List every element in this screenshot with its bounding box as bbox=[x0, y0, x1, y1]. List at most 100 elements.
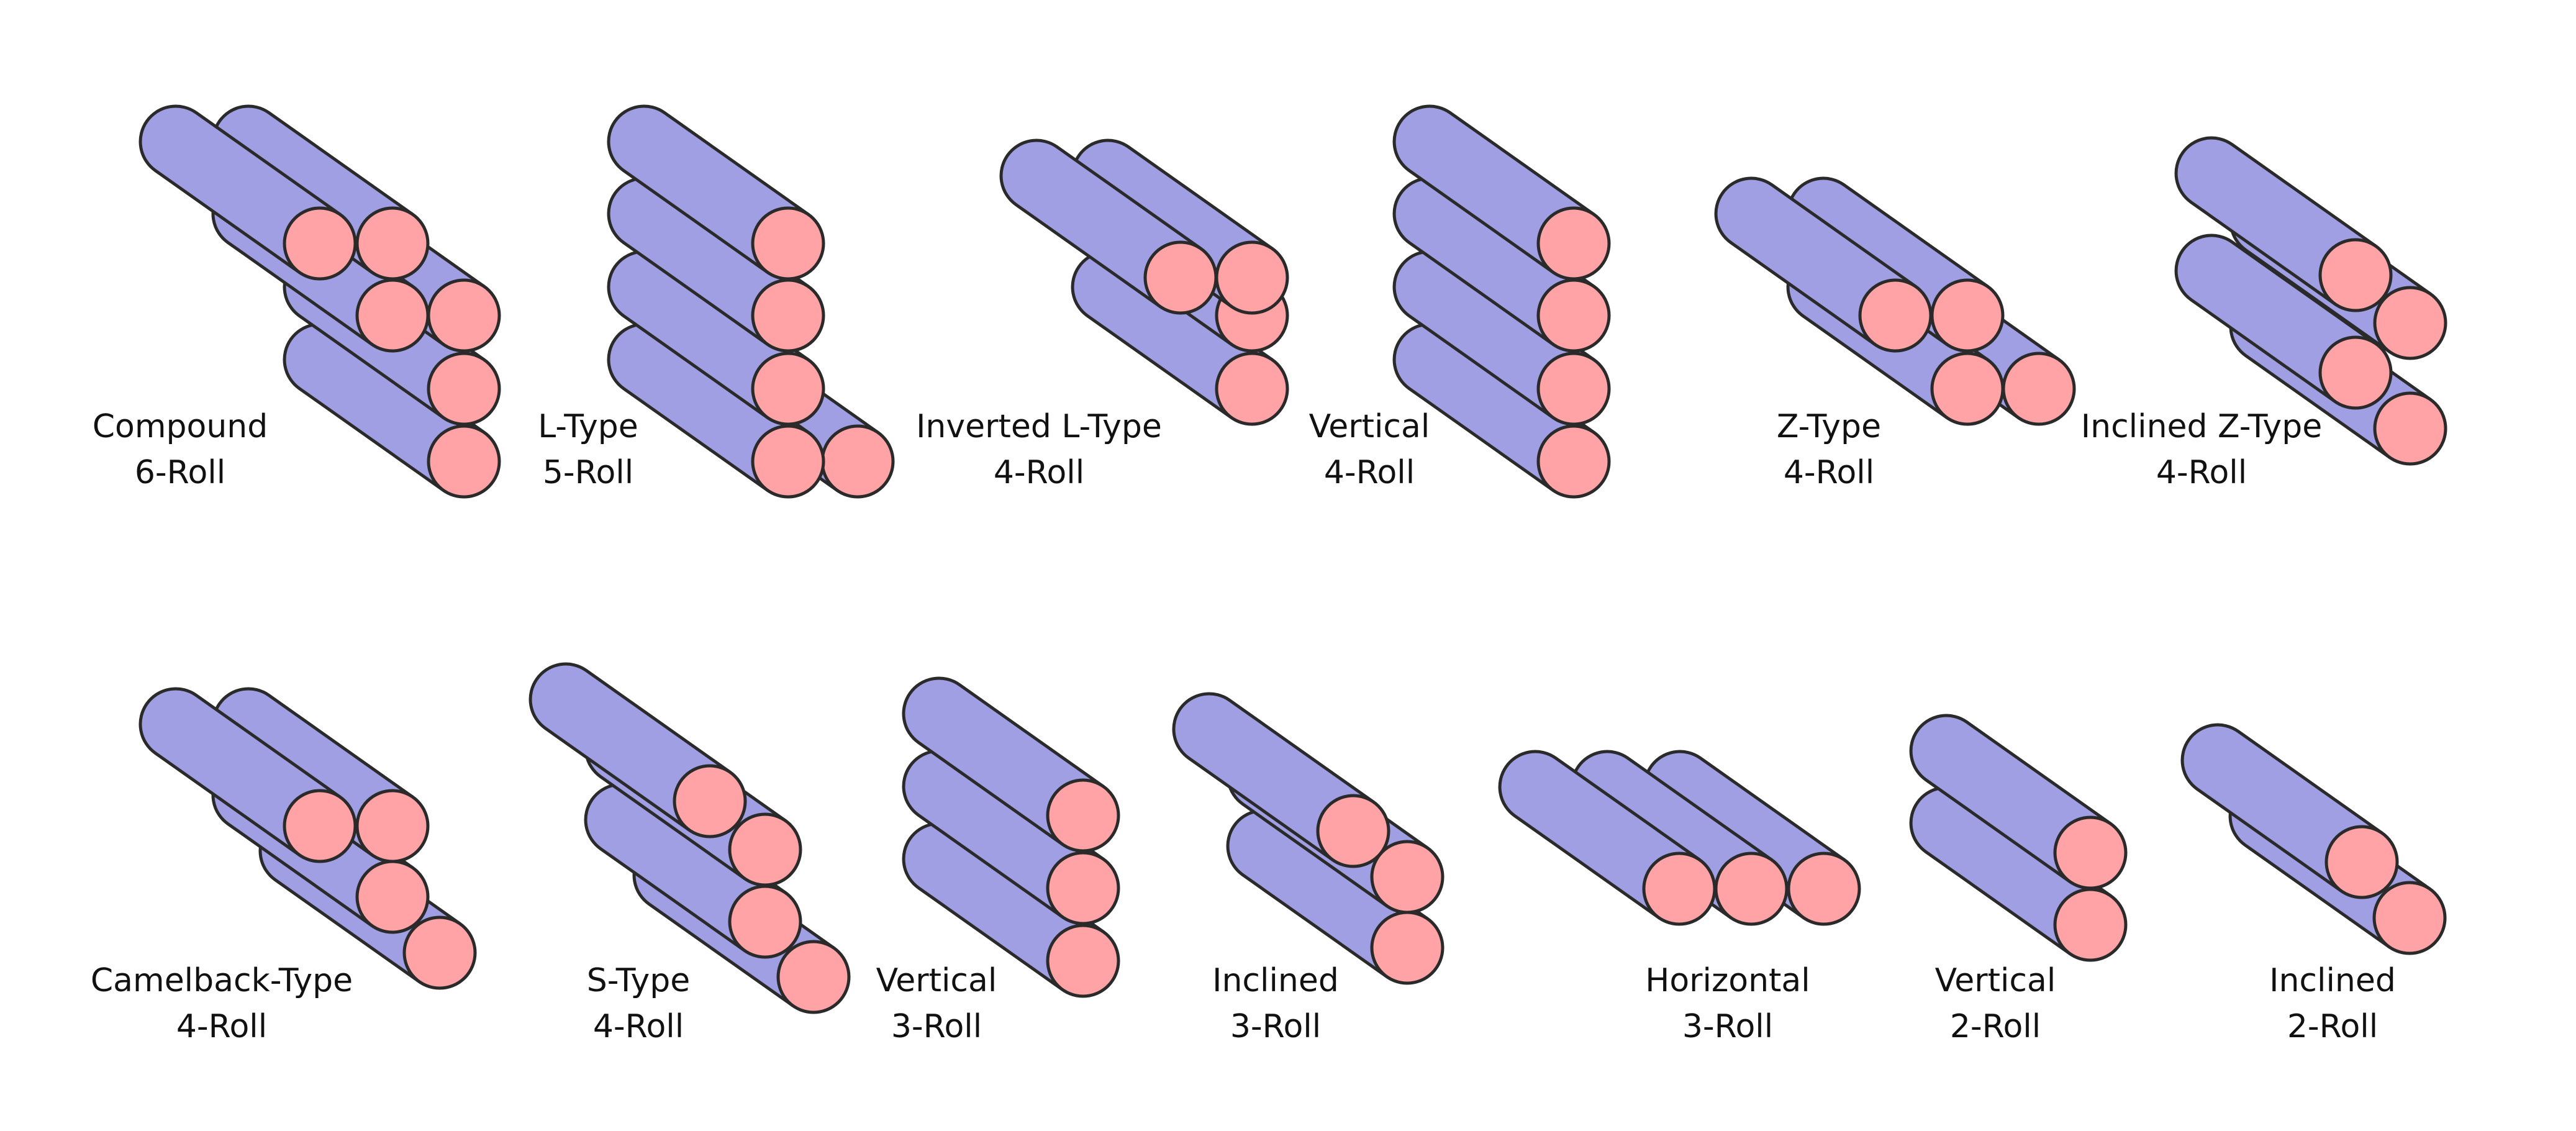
roll-end-face bbox=[1143, 240, 1218, 315]
roll-end-face bbox=[2372, 881, 2447, 955]
roll-2 bbox=[902, 750, 1120, 925]
roll-end-face bbox=[1536, 206, 1611, 281]
roll-3 bbox=[212, 687, 430, 863]
roll-2 bbox=[607, 322, 825, 499]
caption-name: Z-Type bbox=[1776, 408, 1882, 445]
diagram-horizontal-3-roll bbox=[1499, 750, 1861, 926]
caption-name: Vertical bbox=[876, 962, 997, 999]
roll-end-face bbox=[1787, 852, 1861, 926]
roll-end-face bbox=[427, 352, 501, 426]
diagram-camelback-type-4-roll bbox=[139, 687, 477, 990]
caption-rolls: 2-Roll bbox=[1949, 1008, 2041, 1045]
caption-rolls: 4-Roll bbox=[993, 454, 1085, 491]
roll-5 bbox=[607, 104, 825, 281]
roll-end-face bbox=[402, 915, 477, 990]
roll-2 bbox=[1910, 714, 2128, 890]
caption-vertical-3-roll: Vertical 3-Roll bbox=[750, 958, 1123, 1050]
roll-end-face bbox=[355, 278, 430, 353]
caption-name: Camelback-Type bbox=[90, 962, 353, 999]
roll-end-face bbox=[2318, 238, 2393, 312]
roll-end-face bbox=[728, 884, 802, 959]
roll-end-face bbox=[1536, 424, 1611, 499]
roll-4 bbox=[2174, 136, 2393, 312]
caption-name: Horizontal bbox=[1645, 962, 1810, 999]
roll-end-face bbox=[1930, 352, 2005, 426]
roll-end-face bbox=[1046, 924, 1120, 998]
roll-4 bbox=[139, 687, 357, 863]
roll-1 bbox=[1392, 322, 1611, 499]
roll-end-face bbox=[355, 206, 430, 281]
roll-end-face bbox=[283, 789, 357, 863]
caption-name: S-Type bbox=[586, 962, 691, 999]
diagram-s-type-4-roll bbox=[529, 662, 851, 1014]
caption-name: Compound bbox=[92, 408, 268, 445]
caption-rolls: 4-Roll bbox=[2156, 454, 2247, 491]
roll-end-face bbox=[2053, 888, 2128, 962]
roll-end-face bbox=[2373, 391, 2447, 466]
roll-end-face bbox=[751, 424, 825, 499]
roll-end-face bbox=[2373, 286, 2447, 360]
roll-3 bbox=[902, 677, 1120, 853]
caption-inclined-2-roll: Inclined 2-Roll bbox=[2146, 958, 2519, 1050]
diagram-inclined-z-type-4-roll bbox=[2174, 136, 2447, 466]
caption-inverted-l-type-4-roll: Inverted L-Type 4-Roll bbox=[853, 404, 1225, 496]
roll-2 bbox=[2174, 234, 2393, 410]
roll-end-face bbox=[2324, 825, 2399, 899]
roll-end-face bbox=[1215, 240, 1289, 315]
roll-2 bbox=[1571, 750, 1789, 926]
caption-rolls: 4-Roll bbox=[1783, 454, 1875, 491]
diagram-inclined-2-roll bbox=[2181, 724, 2447, 955]
diagram-l-type-5-roll bbox=[607, 104, 895, 499]
roll-3 bbox=[1392, 176, 1611, 353]
roll-4 bbox=[529, 662, 747, 838]
roll-2 bbox=[1392, 250, 1611, 426]
roll-end-face bbox=[427, 278, 501, 353]
roll-end-face bbox=[751, 206, 825, 281]
caption-rolls: 5-Roll bbox=[542, 454, 634, 491]
caption-name: Inclined bbox=[2269, 962, 2396, 999]
roll-end-face bbox=[1536, 352, 1611, 426]
caption-name: L-Type bbox=[538, 408, 638, 445]
caption-rolls: 6-Roll bbox=[134, 454, 226, 491]
caption-name: Inclined bbox=[1212, 962, 1339, 999]
diagram-compound-6-roll bbox=[138, 104, 501, 499]
diagram-vertical-2-roll bbox=[1910, 714, 2128, 962]
diagram-vertical-4-roll bbox=[1392, 104, 1611, 499]
roll-3 bbox=[1172, 693, 1390, 868]
roll-end-face bbox=[673, 764, 747, 838]
roll-end-face bbox=[1714, 852, 1789, 926]
caption-rolls: 4-Roll bbox=[1323, 454, 1415, 491]
caption-name: Inclined Z-Type bbox=[2080, 408, 2323, 445]
roll-4 bbox=[999, 139, 1218, 315]
caption-rolls: 3-Roll bbox=[1230, 1008, 1322, 1045]
roll-end-face bbox=[427, 424, 501, 499]
caption-name: Vertical bbox=[1934, 962, 2056, 999]
roll-end-face bbox=[751, 352, 825, 426]
caption-name: Vertical bbox=[1308, 408, 1430, 445]
caption-inclined-3-roll: Inclined 3-Roll bbox=[1089, 958, 1462, 1050]
roll-end-face bbox=[355, 789, 430, 863]
roll-end-face bbox=[283, 206, 357, 281]
roll-end-face bbox=[2053, 815, 2128, 890]
roll-4 bbox=[1392, 104, 1611, 281]
roll-4 bbox=[607, 176, 825, 353]
caption-z-type-4-roll: Z-Type 4-Roll bbox=[1643, 404, 2015, 496]
caption-rolls: 4-Roll bbox=[592, 1008, 684, 1045]
caption-camelback-type-4-roll: Camelback-Type 4-Roll bbox=[35, 958, 408, 1050]
roll-4 bbox=[1714, 176, 1933, 353]
roll-end-face bbox=[1046, 778, 1120, 853]
roll-end-face bbox=[1046, 851, 1120, 925]
diagram-vertical-3-roll bbox=[902, 677, 1120, 998]
caption-vertical-4-roll: Vertical 4-Roll bbox=[1183, 404, 1556, 496]
caption-compound-6-roll: Compound 6-Roll bbox=[0, 404, 366, 496]
roll-2 bbox=[2181, 724, 2399, 899]
caption-rolls: 4-Roll bbox=[176, 1008, 268, 1045]
roll-end-face bbox=[1930, 278, 2005, 353]
roll-end-face bbox=[2318, 335, 2393, 410]
caption-l-type-5-roll: L-Type 5-Roll bbox=[402, 404, 774, 496]
caption-rolls: 2-Roll bbox=[2287, 1008, 2379, 1045]
roll-6 bbox=[138, 104, 357, 281]
roll-end-face bbox=[776, 940, 851, 1014]
diagram-inverted-l-type-4-roll bbox=[999, 139, 1289, 426]
